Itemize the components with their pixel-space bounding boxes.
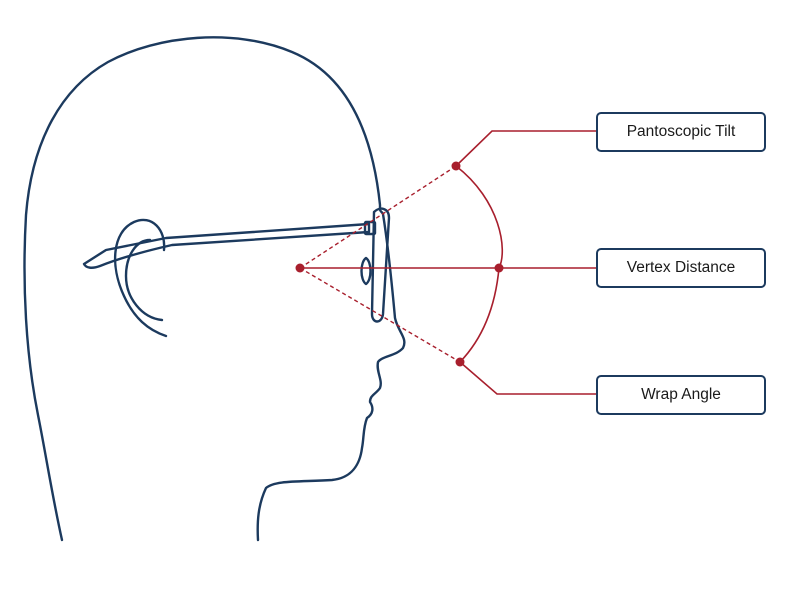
glasses-lens-frame: [370, 207, 391, 323]
pantoscopic-tilt-dot: [451, 161, 461, 171]
sight-line-upper: [299, 165, 457, 269]
wrap-angle-dot: [455, 357, 465, 367]
ear-outline: [113, 218, 168, 338]
vertex-distance-text: Vertex Distance: [626, 259, 736, 276]
eye-center-dot: [295, 263, 305, 273]
glasses-hinge: [363, 220, 377, 236]
glasses-nose-pad: [360, 256, 372, 286]
wrap-angle-label: Wrap Angle: [596, 375, 766, 415]
pantoscopic-tilt-text: Pantoscopic Tilt: [626, 123, 736, 140]
measurement-arc: [455, 165, 504, 363]
pantoscopic-tilt-label: Pantoscopic Tilt: [596, 112, 766, 152]
leader-wrap-angle: [459, 361, 596, 395]
head-profile-outline: [23, 36, 406, 542]
glasses-temple-arm: [82, 222, 371, 269]
wrap-angle-text: Wrap Angle: [641, 386, 721, 403]
sight-line-lower: [299, 267, 461, 363]
vertex-distance-dot: [494, 263, 504, 273]
vertex-distance-label: Vertex Distance: [596, 248, 766, 288]
leader-pantoscopic-tilt: [455, 130, 596, 167]
